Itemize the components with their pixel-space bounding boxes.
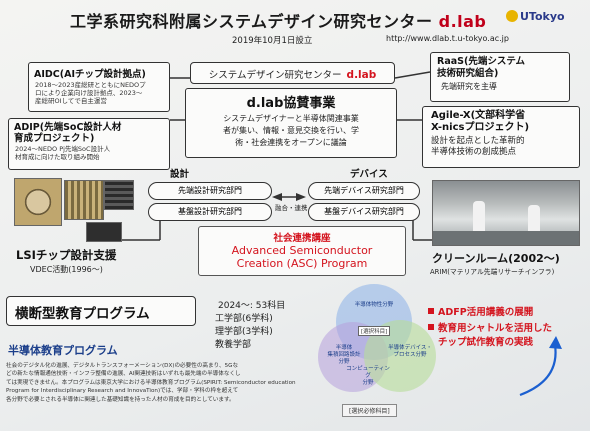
asc-box: 社会連携講座 Advanced Semiconductor Creation (…: [198, 226, 406, 276]
curve-arrow-head: [549, 336, 562, 349]
fusion-label: 融合・連携: [275, 204, 308, 212]
program-description: 社会のデジタル化の進展、デジタルトランスフォーメーション(DX)の必要性の高まり…: [6, 363, 296, 403]
bullet-icon: [428, 324, 434, 330]
dept-basic-device: 基盤デバイス研究部門: [308, 203, 420, 221]
lsi-subtitle: VDEC活動(1996～): [30, 265, 103, 274]
utokyo-logo: UTokyo: [506, 10, 565, 23]
founding-date: 2019年10月1日設立: [232, 36, 313, 46]
page-title: 工学系研究科附属システムデザイン研究センター d.lab: [70, 12, 487, 31]
chip-photo-3: [104, 180, 134, 210]
venn-label-device: 半導体デバイス・プロセス分野: [388, 345, 432, 358]
chip-photo-2: [64, 180, 104, 220]
line-raas: [394, 71, 431, 79]
venn-required-label: [選択必修科目]: [342, 404, 397, 417]
dept-basic-design: 基盤設計研究部門: [148, 203, 272, 221]
venn-label-physics: 半導体物性分野: [354, 302, 394, 308]
highlight-item-1: ADFP活用講義の展開: [428, 304, 533, 318]
aidc-box: AIDC(AIチップ設計拠点) 2018～2023産総研とともにNEDOプ ロに…: [28, 62, 170, 112]
asc-title: 社会連携講座: [273, 233, 331, 244]
fusion-arrows: [272, 193, 306, 201]
curve-arrow: [519, 344, 557, 397]
chip-photo-4: [86, 222, 122, 242]
highlight-item-2: 教育用シャトルを活用した: [428, 320, 552, 334]
venn-label-computing: コンピューティング分野: [346, 366, 390, 386]
venn-label-circuit: 半導体集積回路設計分野: [327, 345, 361, 365]
education-stats: 2024～: 53科目 工学部(6学科) 理学部(3学科) 教養学部: [215, 301, 286, 350]
dept-advanced-design: 先端設計研究部門: [148, 182, 272, 200]
adip-box: ADIP(先端SoC設計人材 育成プロジェクト) 2024～NEDO Pj先端S…: [8, 118, 170, 170]
bullet-icon: [428, 308, 434, 314]
education-title-box: 横断型教育プログラム: [6, 296, 196, 326]
center-banner: システムデザイン研究センター d.lab: [190, 62, 395, 84]
aidc-title: AIDC(AIチップ設計拠点): [34, 69, 146, 80]
agilex-box: Agile-X(文部科学省 X-nicsプロジェクト) 設計を起点とした革新的 …: [422, 106, 580, 168]
chip-photo-1: [14, 178, 62, 226]
semiconductor-program-title: 半導体教育プログラム: [8, 344, 118, 357]
cleanroom-photo: [432, 180, 580, 246]
device-label: デバイス: [350, 169, 388, 180]
title-lab: d.lab: [438, 12, 487, 31]
cleanroom-title: クリーンルーム(2002～): [432, 252, 560, 265]
education-title: 横断型教育プログラム: [15, 306, 150, 322]
raas-box: RaaS(先端システム 技術研究組合) 先端研究を主導: [430, 52, 570, 102]
cleanroom-subtitle: ARIM(マテリアル先端リサーチインフラ): [430, 268, 555, 276]
design-label: 設計: [170, 169, 190, 180]
consortium-box: d.lab協賛事業 システムデザイナーと半導体関連事業 者が集い、情報・意見交換…: [185, 88, 397, 158]
ginkgo-icon: [506, 10, 518, 22]
website-url[interactable]: http://www.dlab.t.u-tokyo.ac.jp: [386, 34, 509, 43]
lsi-title: LSIチップ設計支援: [16, 248, 117, 262]
highlight-item-2-cont: チップ試作教育の実践: [438, 337, 534, 348]
venn-elective-label: [選択科目]: [358, 326, 391, 336]
consortium-title: d.lab協賛事業: [246, 96, 336, 111]
dept-advanced-device: 先端デバイス研究部門: [308, 182, 420, 200]
